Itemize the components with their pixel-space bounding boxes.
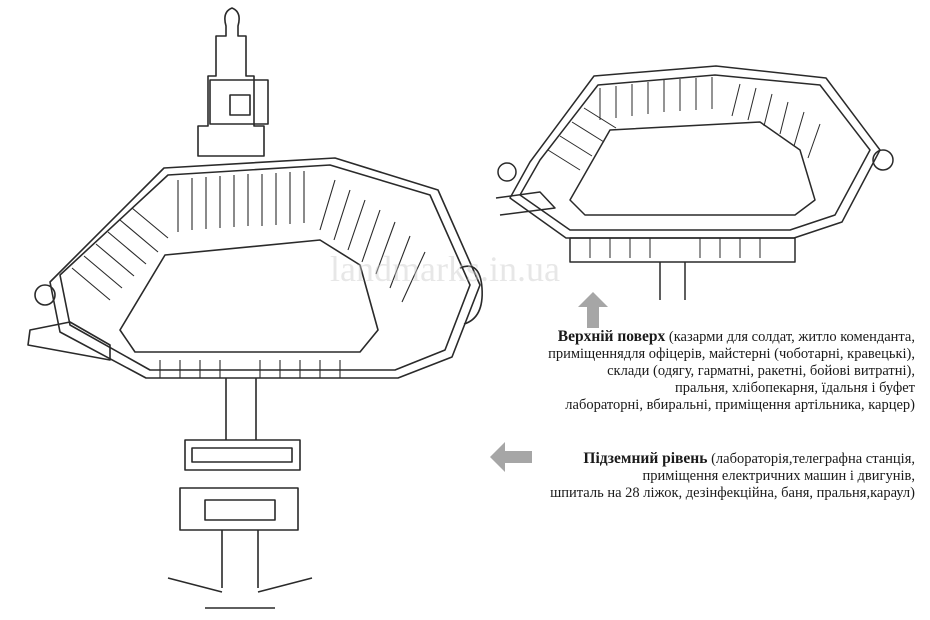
underground-caption: Підземний рівень (лабораторія,телеграфна… <box>495 450 915 502</box>
east-bastion <box>459 265 483 325</box>
south-block-2 <box>179 487 299 531</box>
underground-detail: приміщення електричних машин і двигунів, <box>642 468 915 484</box>
upper-south-range <box>569 237 796 263</box>
upper-floor-detail: лабораторні, вбиральні, приміщення артіл… <box>565 397 915 413</box>
upper-floor-detail: приміщеннядля офіцерів, майстерні (чобот… <box>548 346 915 362</box>
upper-floor-detail: (казарми для солдат, житло коменданта, <box>668 329 915 345</box>
underground-detail: (лабораторія,телеграфна станція, <box>711 451 915 467</box>
underground-title: Підземний рівень <box>583 450 708 467</box>
arrow-left-icon <box>490 442 532 472</box>
inner-courtyard <box>119 239 379 353</box>
upper-outer-wall-2 <box>509 65 881 239</box>
upper-floor-detail: склади (одягу, гарматні, ракетні, бойові… <box>607 363 915 379</box>
north-tower <box>197 7 265 157</box>
upper-west-bastion <box>497 162 517 182</box>
west-bastion <box>34 284 56 306</box>
watermark: landmarks.in.ua <box>330 249 560 289</box>
outer-wall-2 <box>49 157 481 379</box>
underground-detail: шпиталь на 28 ліжок, дезінфекційна, баня… <box>550 485 915 501</box>
upper-casemate-partitions <box>547 77 821 258</box>
south-block-1 <box>184 439 301 471</box>
south-landing <box>167 577 313 593</box>
casemate-partitions <box>71 171 426 378</box>
upper-floor-detail: пральня, хлібопекарня, їдальня і буфет <box>674 380 915 396</box>
arrow-up-icon <box>578 292 608 328</box>
upper-west-approach <box>495 191 556 216</box>
upper-floor-title: Верхній поверх <box>557 328 666 345</box>
north-tower-block <box>209 79 269 125</box>
upper-courtyard <box>569 121 816 216</box>
upper-east-bastion <box>872 149 894 171</box>
upper-stem <box>659 262 686 300</box>
upper-outer-wall <box>519 74 871 231</box>
underground-caption-line-1: Підземний рівень (лабораторія,телеграфна… <box>495 450 915 468</box>
upper-floor-caption: Верхній поверх (казарми для солдат, житл… <box>495 328 915 414</box>
upper-floor-caption-line-1: Верхній поверх (казарми для солдат, житл… <box>495 328 915 346</box>
south-corridor <box>225 378 257 440</box>
south-passage <box>221 530 259 588</box>
